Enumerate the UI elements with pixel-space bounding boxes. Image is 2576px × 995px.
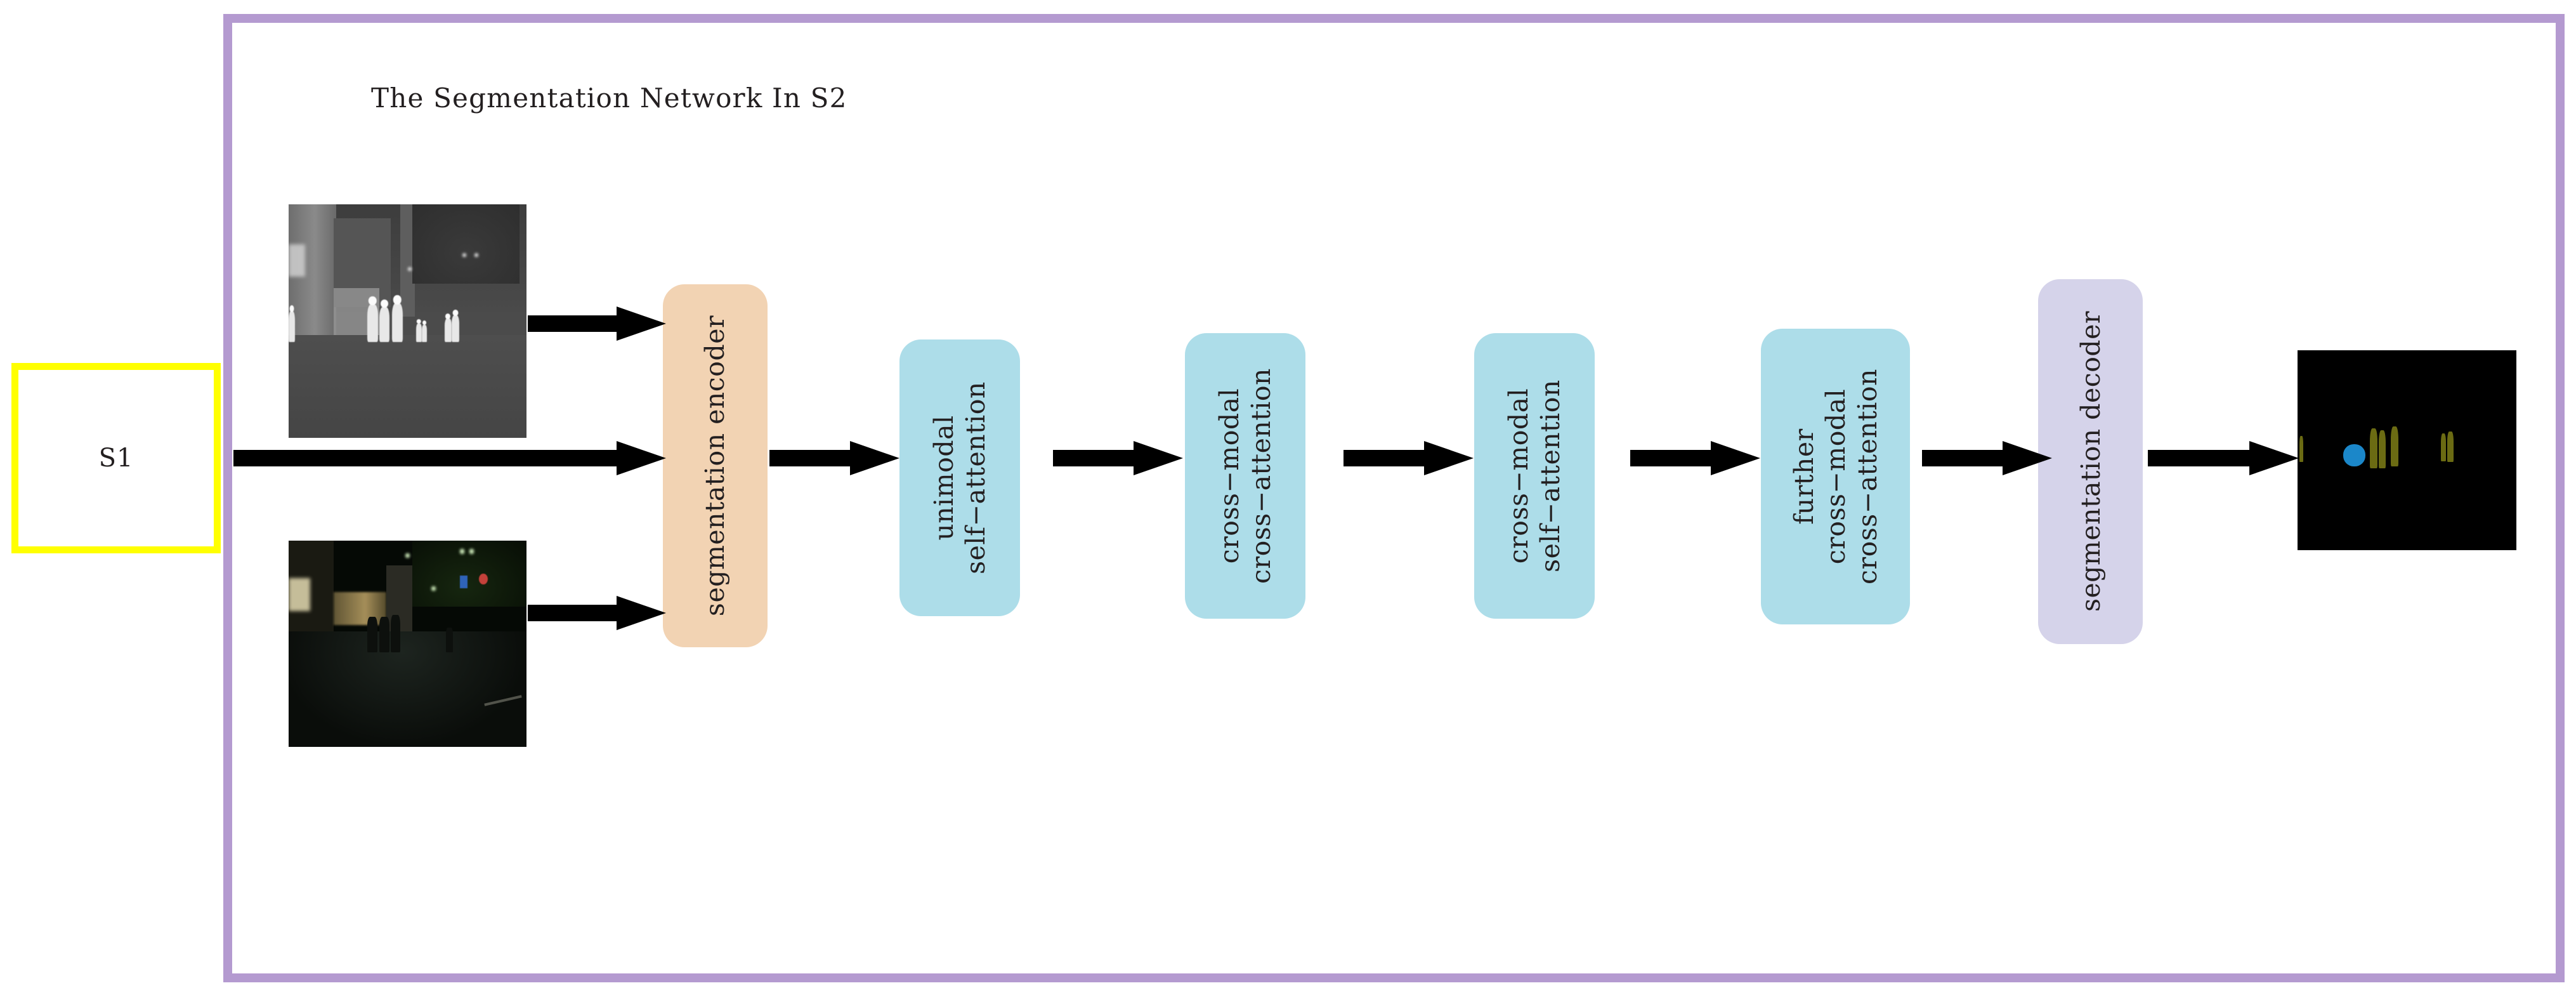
rgb-input-image [289,541,526,747]
arrow-cmsa-to-further [1630,441,1760,475]
arrow-cmca-to-cmsa [1344,441,1474,475]
thermal-input-image [289,204,526,438]
stage-segmentation-encoder[interactable]: segmentation encoder [663,284,768,647]
stage-unimodal-self-attention[interactable]: unimodal self−attention [899,339,1020,616]
segmentation-output-image [2298,350,2516,550]
stage-label: segmentation encoder [700,315,731,617]
stage-further-cross-modal-cross-attention[interactable]: further cross−modal cross−attention [1761,329,1910,624]
page-title: The Segmentation Network In S2 [371,82,847,114]
arrow-rgb-to-encoder [528,596,666,630]
arrow-further-to-decoder [1922,441,2052,475]
stage-cross-modal-self-attention[interactable]: cross−modal self−attention [1474,333,1595,619]
arrow-s1-to-encoder [233,441,666,475]
stage-label: cross−modal self−attention [1503,379,1566,572]
stage-label: further cross−modal cross−attention [1788,369,1883,584]
stage-label: unimodal self−attention [928,381,991,574]
s1-label: S1 [98,444,134,473]
s1-input-block: S1 [11,363,221,553]
diagram-frame [223,14,2565,982]
stage-cross-modal-cross-attention[interactable]: cross−modal cross−attention [1185,333,1305,619]
arrow-decoder-to-output [2148,441,2299,475]
arrow-encoder-to-unimodal [769,441,899,475]
stage-segmentation-decoder[interactable]: segmentation decoder [2038,279,2143,644]
stage-label: segmentation decoder [2075,311,2106,612]
arrow-thermal-to-encoder [528,306,666,341]
arrow-unimodal-to-cmca [1053,441,1183,475]
stage-label: cross−modal cross−attention [1213,368,1276,584]
